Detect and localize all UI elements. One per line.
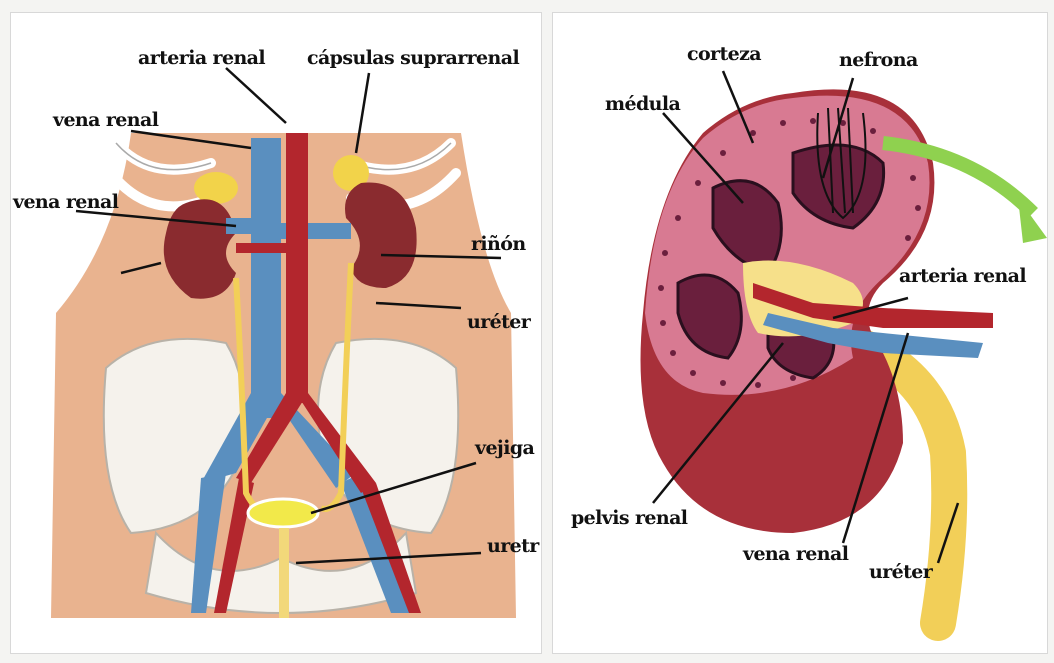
urinary-system-panel: arteria renal cápsulas suprarrenal vena … <box>10 12 542 654</box>
label-capsulas-suprarrenal: cápsulas suprarrenal <box>307 47 519 69</box>
label-arteria-renal: arteria renal <box>138 47 265 69</box>
adrenal-gland-left <box>194 172 238 204</box>
urethra <box>279 528 289 618</box>
label-vejiga: vejiga <box>475 437 534 459</box>
label-nefrona: nefrona <box>839 49 918 71</box>
label-ureter: uréter <box>467 311 530 333</box>
label-vena-renal-top: vena renal <box>53 109 158 131</box>
label-ureter-right: uréter <box>869 561 932 583</box>
label-medula: médula <box>605 93 680 115</box>
bladder <box>248 499 318 527</box>
label-arteria-renal-right: arteria renal <box>899 265 1026 287</box>
label-corteza: corteza <box>687 43 761 65</box>
kidney-section-panel: corteza nefrona médula arteria renal pel… <box>552 12 1048 654</box>
label-uretra: uretr <box>487 535 539 557</box>
label-vena-renal-right: vena renal <box>743 543 848 565</box>
label-rinon: riñón <box>471 233 526 255</box>
label-pelvis-renal: pelvis renal <box>571 507 687 529</box>
label-vena-renal-mid: vena renal <box>13 191 118 213</box>
